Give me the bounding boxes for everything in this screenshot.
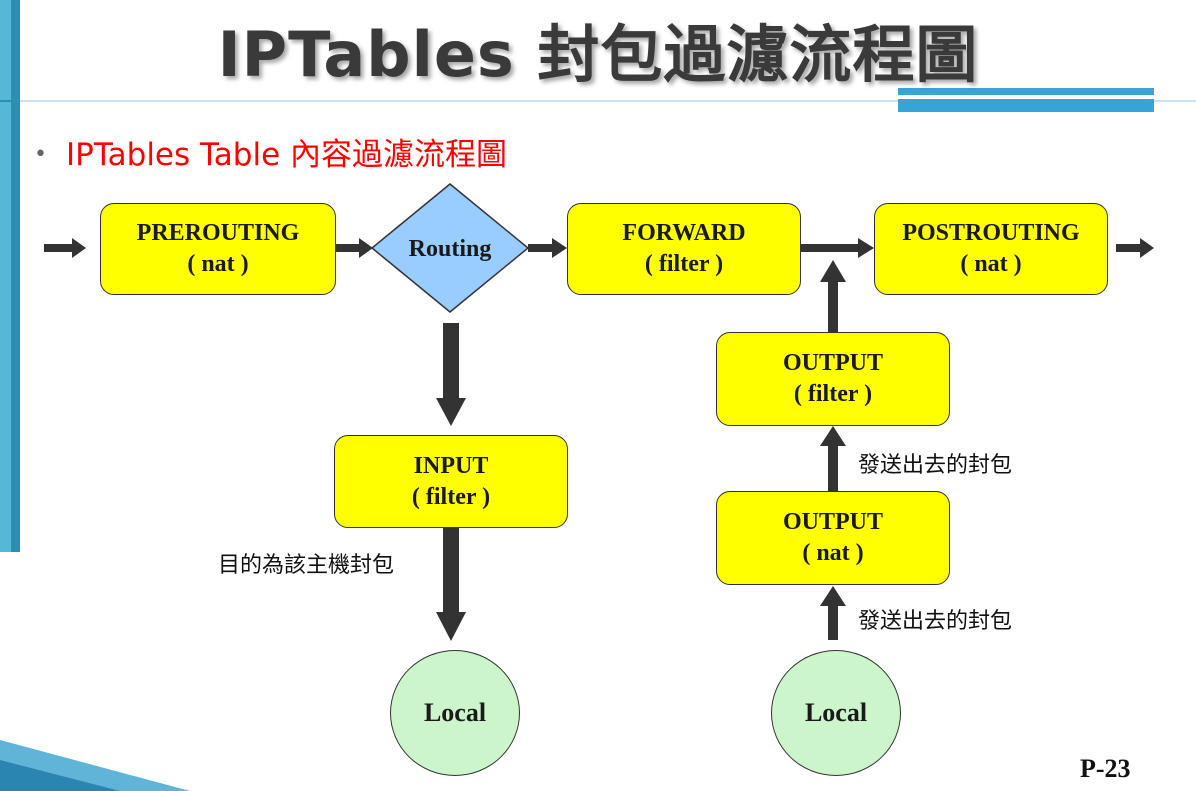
local-output-circle: Local: [771, 650, 901, 776]
arrow-local-output-nat: [820, 586, 846, 640]
corner-wedge-decoration: [0, 740, 190, 791]
output-filter-table: ( filter ): [793, 381, 873, 407]
bullet-dot: •: [34, 142, 47, 167]
edge-label-outgoing-upper: 發送出去的封包: [858, 453, 1013, 478]
input-box: INPUT ( filter ): [334, 435, 568, 528]
local-output-label: Local: [804, 698, 868, 727]
slide-title: IPTables 封包過濾流程圖: [217, 18, 979, 91]
arrow-input-local: [436, 528, 466, 641]
routing-diamond: [370, 183, 530, 313]
arrow-forward-postrouting: [800, 238, 874, 258]
title-divider-accent: [0, 100, 20, 102]
edge-label-to-host: 目的為該主機封包: [218, 553, 395, 578]
arrow-output-filter-junction: [820, 260, 846, 332]
forward-table: ( filter ): [644, 251, 724, 277]
prerouting-title: PREROUTING: [136, 220, 300, 246]
postrouting-table: ( nat ): [960, 251, 1022, 277]
page-number: P-23: [1080, 754, 1131, 783]
forward-box: FORWARD ( filter ): [567, 203, 801, 295]
local-input-circle: Local: [390, 650, 520, 776]
left-accent-bar-highlight: [0, 0, 11, 552]
arrow-output-nat-output-filter: [820, 426, 846, 491]
title-divider: [0, 100, 1196, 102]
output-filter-box: OUTPUT ( filter ): [716, 332, 950, 426]
edge-label-outgoing-lower: 發送出去的封包: [858, 609, 1013, 634]
arrow-routing-input: [436, 323, 466, 426]
output-nat-box: OUTPUT ( nat ): [716, 491, 950, 585]
output-nat-table: ( nat ): [802, 540, 864, 566]
arrow-routing-forward: [528, 238, 567, 258]
input-title: INPUT: [413, 452, 489, 479]
arrow-entry: [44, 238, 86, 258]
top-right-accent-bar-thick: [898, 99, 1154, 112]
arrow-prerouting-routing: [335, 238, 373, 258]
output-nat-title: OUTPUT: [782, 509, 883, 535]
top-right-accent-bar: [898, 88, 1154, 95]
arrow-exit: [1116, 238, 1154, 258]
postrouting-box: POSTROUTING ( nat ): [874, 203, 1108, 295]
bullet-text: IPTables Table 內容過濾流程圖: [66, 137, 508, 173]
postrouting-title: POSTROUTING: [902, 220, 1080, 246]
prerouting-box: PREROUTING ( nat ): [100, 203, 336, 295]
forward-title: FORWARD: [622, 220, 746, 246]
output-filter-title: OUTPUT: [782, 350, 883, 376]
prerouting-table: ( nat ): [187, 251, 249, 277]
local-input-label: Local: [423, 698, 487, 727]
input-table: ( filter ): [411, 483, 491, 510]
routing-label: Routing: [408, 236, 492, 262]
